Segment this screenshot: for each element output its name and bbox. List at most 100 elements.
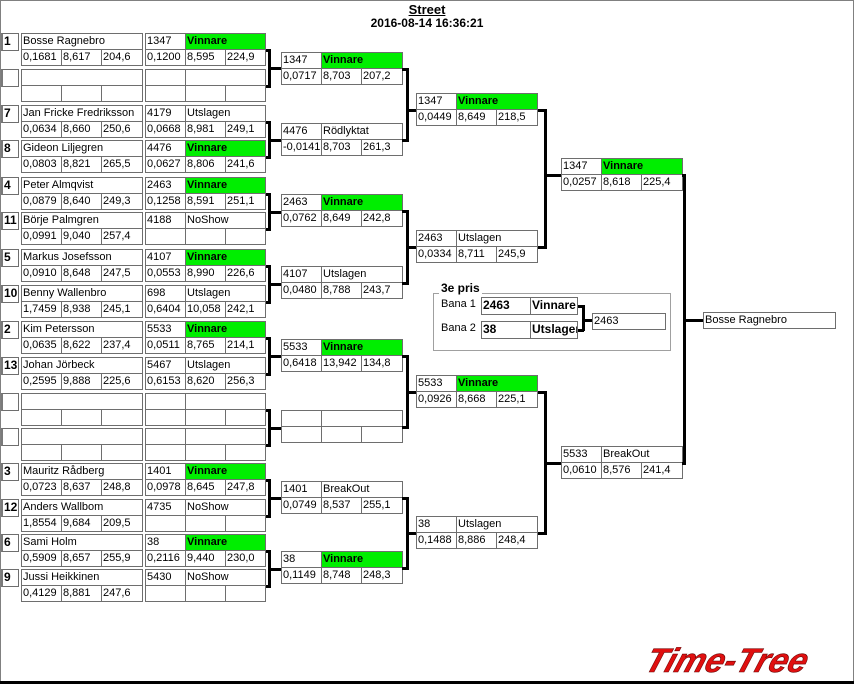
race-status: Vinnare bbox=[185, 33, 266, 50]
speed bbox=[225, 228, 266, 245]
reaction-time: 1,7459 bbox=[21, 301, 62, 318]
round4-car-number[interactable]: 1347 bbox=[561, 158, 602, 175]
car-number[interactable]: 698 bbox=[145, 285, 186, 302]
round4-reaction-time: 0,0257 bbox=[561, 174, 602, 191]
reaction-time: 0,0634 bbox=[21, 121, 62, 138]
car-number[interactable]: 2463 bbox=[145, 177, 186, 194]
elapsed-time: 9,440 bbox=[185, 550, 226, 567]
connector bbox=[402, 68, 408, 71]
seed-number: 9 bbox=[1, 569, 19, 587]
reaction-time bbox=[145, 85, 186, 102]
speed: 226,6 bbox=[225, 265, 266, 282]
reaction-time: 0,6404 bbox=[145, 301, 186, 318]
round2-reaction-time: 0,0762 bbox=[281, 210, 322, 227]
car-number[interactable]: 5533 bbox=[145, 321, 186, 338]
round4-car-number[interactable]: 5533 bbox=[561, 446, 602, 463]
round2-elapsed-time: 8,703 bbox=[321, 139, 362, 156]
speed: 251,1 bbox=[225, 193, 266, 210]
round3-status: Utslagen bbox=[456, 516, 538, 533]
round3-car-number[interactable]: 38 bbox=[416, 516, 457, 533]
round2-car-number[interactable]: 5533 bbox=[281, 339, 322, 356]
round2-speed: 134,8 bbox=[361, 355, 403, 372]
round4-speed: 241,4 bbox=[641, 462, 683, 479]
round3-status: Utslagen bbox=[456, 230, 538, 247]
round2-car-number[interactable]: 4107 bbox=[281, 266, 322, 283]
driver-name[interactable]: Bosse Ragnebro bbox=[21, 33, 143, 50]
connector bbox=[402, 282, 408, 285]
car-number[interactable]: 5467 bbox=[145, 357, 186, 374]
driver-name[interactable]: Markus Josefsson bbox=[21, 249, 143, 266]
reaction-time: 0,0723 bbox=[21, 479, 62, 496]
car-number[interactable]: 1401 bbox=[145, 463, 186, 480]
car-number[interactable] bbox=[145, 428, 186, 445]
reaction-time: 0,1258 bbox=[145, 193, 186, 210]
connector bbox=[578, 305, 584, 308]
round2-car-number[interactable]: 1401 bbox=[281, 481, 322, 498]
connector bbox=[402, 210, 408, 213]
driver-name[interactable] bbox=[21, 428, 143, 445]
round2-car-number[interactable] bbox=[281, 410, 322, 427]
driver-name[interactable]: Sami Holm bbox=[21, 534, 143, 551]
seed-number bbox=[1, 69, 19, 87]
round2-speed: 207,2 bbox=[361, 68, 403, 85]
driver-name[interactable]: Börje Palmgren bbox=[21, 212, 143, 229]
round3-elapsed-time: 8,886 bbox=[456, 532, 497, 549]
reaction-time bbox=[145, 228, 186, 245]
car-number[interactable]: 38 bbox=[145, 534, 186, 551]
driver-name[interactable]: Johan Jörbeck bbox=[21, 357, 143, 374]
elapsed-time: 8,617 bbox=[61, 49, 102, 66]
driver-name[interactable]: Anders Wallbom bbox=[21, 499, 143, 516]
round3-car-number[interactable]: 1347 bbox=[416, 93, 457, 110]
speed: 247,6 bbox=[101, 585, 143, 602]
car-number[interactable]: 1347 bbox=[145, 33, 186, 50]
driver-name[interactable] bbox=[21, 393, 143, 410]
third-place-result[interactable]: 2463 bbox=[592, 313, 666, 330]
round2-car-number[interactable]: 1347 bbox=[281, 52, 322, 69]
car-number[interactable]: 4735 bbox=[145, 499, 186, 516]
driver-name[interactable]: Peter Almqvist bbox=[21, 177, 143, 194]
seed-number: 5 bbox=[1, 249, 19, 267]
connector bbox=[406, 68, 409, 142]
driver-name[interactable]: Mauritz Rådberg bbox=[21, 463, 143, 480]
elapsed-time: 8,881 bbox=[61, 585, 102, 602]
car-number[interactable]: 4188 bbox=[145, 212, 186, 229]
driver-name[interactable]: Gideon Liljegren bbox=[21, 140, 143, 157]
car-number[interactable] bbox=[145, 69, 186, 86]
race-status: Utslagen bbox=[185, 357, 266, 374]
connector bbox=[268, 139, 281, 142]
connector bbox=[406, 391, 416, 394]
round2-car-number[interactable]: 4476 bbox=[281, 123, 322, 140]
connector bbox=[268, 211, 281, 214]
round2-elapsed-time bbox=[321, 426, 362, 443]
driver-name[interactable]: Benny Wallenbro bbox=[21, 285, 143, 302]
round2-car-number[interactable]: 2463 bbox=[281, 194, 322, 211]
car-number[interactable]: 5430 bbox=[145, 569, 186, 586]
seed-number: 11 bbox=[1, 212, 19, 230]
car-number[interactable] bbox=[145, 393, 186, 410]
third-place-group bbox=[433, 293, 671, 351]
third-place-lane-2-car[interactable]: 38 bbox=[481, 321, 531, 339]
round2-reaction-time: 0,0480 bbox=[281, 282, 322, 299]
third-place-lane-1-car[interactable]: 2463 bbox=[481, 297, 531, 315]
round2-reaction-time: -0,0141 bbox=[281, 139, 322, 156]
driver-name[interactable] bbox=[21, 69, 143, 86]
speed: 255,9 bbox=[101, 550, 143, 567]
speed bbox=[225, 409, 266, 426]
round4-reaction-time: 0,0610 bbox=[561, 462, 602, 479]
elapsed-time bbox=[185, 444, 226, 461]
final-winner[interactable]: Bosse Ragnebro bbox=[703, 312, 836, 329]
car-number[interactable]: 4107 bbox=[145, 249, 186, 266]
driver-name[interactable]: Jussi Heikkinen bbox=[21, 569, 143, 586]
round2-car-number[interactable]: 38 bbox=[281, 551, 322, 568]
round3-speed: 248,4 bbox=[496, 532, 538, 549]
car-number[interactable]: 4476 bbox=[145, 140, 186, 157]
driver-name[interactable]: Kim Petersson bbox=[21, 321, 143, 338]
round3-car-number[interactable]: 5533 bbox=[416, 375, 457, 392]
round2-status: Utslagen bbox=[321, 266, 403, 283]
round3-car-number[interactable]: 2463 bbox=[416, 230, 457, 247]
driver-name[interactable]: Jan Fricke Fredriksson bbox=[21, 105, 143, 122]
connector bbox=[406, 532, 416, 535]
reaction-time: 0,0668 bbox=[145, 121, 186, 138]
car-number[interactable]: 4179 bbox=[145, 105, 186, 122]
elapsed-time bbox=[61, 444, 102, 461]
